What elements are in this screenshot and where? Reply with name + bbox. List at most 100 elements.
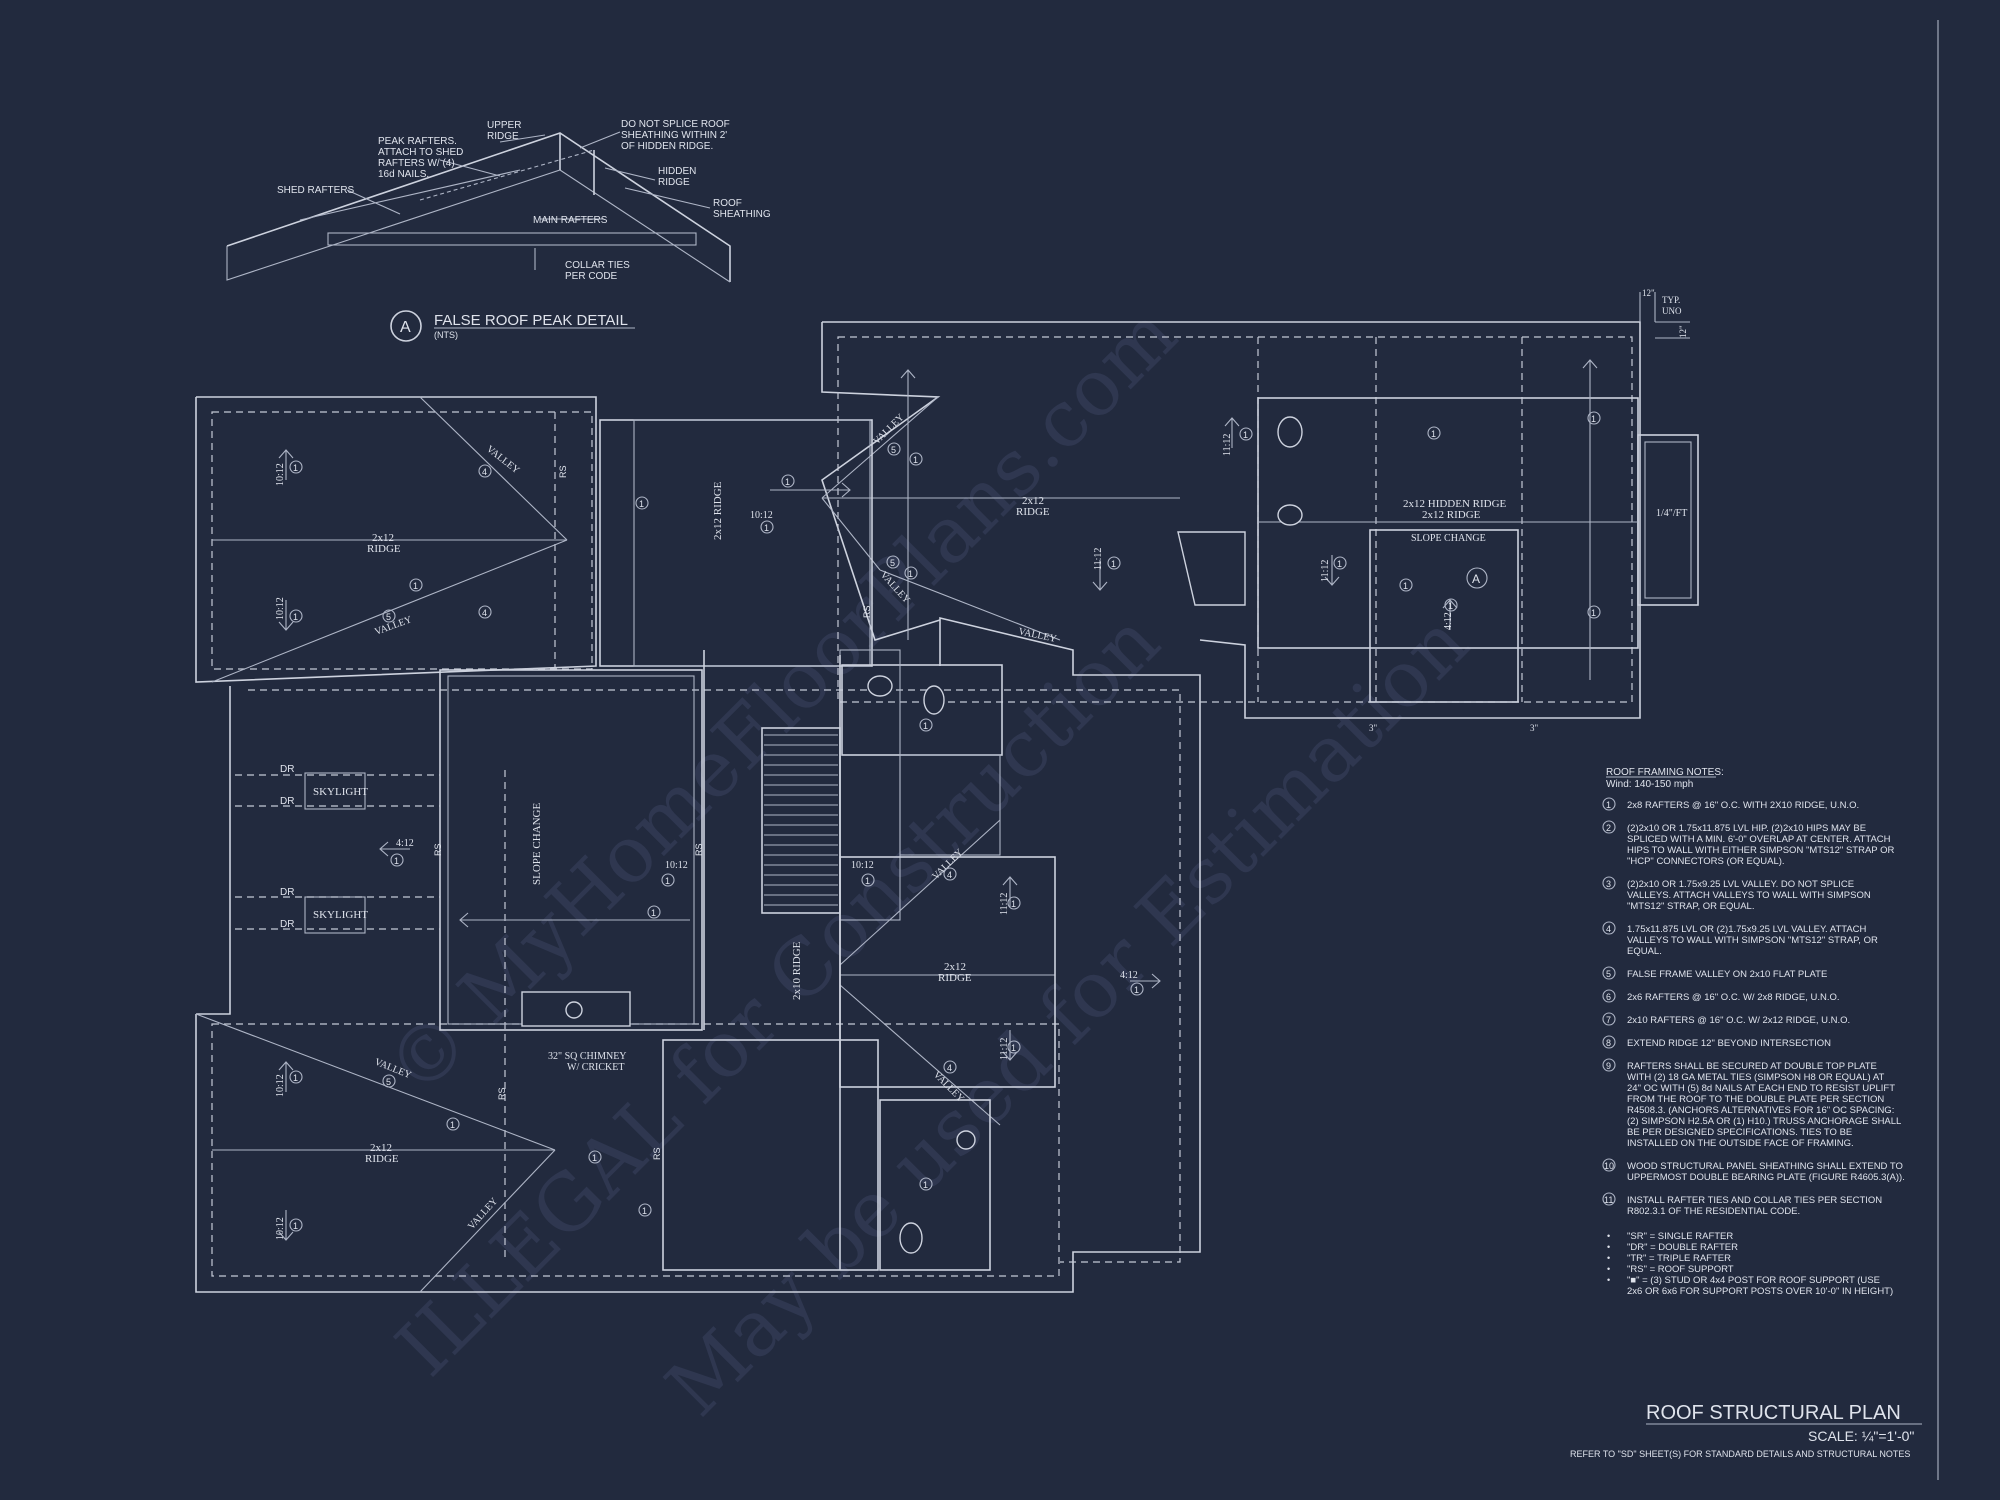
roof-outline-east-wing [822,321,1641,719]
ridge-size-n: 2x12 [1022,495,1044,507]
false-roof-peak-detail: UPPER RIDGE PEAK RAFTERS. ATTACH TO SHED… [226,119,771,342]
arrow-slope-e2 [1324,555,1340,586]
tag-1-y [1427,426,1441,440]
tag-1-u [1007,1040,1021,1054]
slope-change-west: SLOPE CHANGE [531,803,543,885]
note-line: FALSE FRAME VALLEY ON 2x10 FLAT PLATE [1627,969,1827,980]
note-line: VALLEYS. ATTACH VALLEYS TO WALL WITH SIM… [1627,890,1871,901]
tag-1-dd [1587,605,1601,619]
legend-bullet: • [1607,1242,1610,1252]
tag-1-f [760,520,774,534]
note-line: EQUAL. [1627,946,1662,957]
note-number: 4 [1606,924,1611,934]
ridge-label-nw: RIDGE [367,543,401,555]
slope-label-nw2: 10:12 [275,597,286,620]
tag-1-cc-text: 1 [1591,414,1596,424]
label-upper-ridge-1: UPPER [487,120,521,131]
tag-1-g-text: 1 [913,455,918,465]
tag-1-n-text: 1 [293,1073,298,1083]
arrow-span-east [1582,359,1598,680]
label-collar-1: COLLAR TIES [565,260,630,271]
legend-line: "TR" = TRIPLE RAFTER [1627,1253,1731,1264]
detail-main-rafter [299,169,521,221]
toilet-2 [923,685,945,715]
slope-label-north: 10:12 [750,510,773,521]
dr-label-2: DR [280,796,294,807]
arrow-span-great [459,912,690,928]
valley-sw-2 [419,1149,556,1293]
rs-label-1: RS [558,465,568,478]
roof-outline-nw [195,396,597,683]
wall-line-south-wing [248,689,1181,1263]
note-line: R802.3.1 OF THE RESIDENTIAL CODE. [1627,1206,1800,1217]
sink-1 [1277,504,1303,526]
sink-2 [867,675,893,697]
note-line: 1.75x11.875 LVL OR (2)1.75x9.25 LVL VALL… [1627,924,1867,935]
stair-treads [764,734,838,906]
legend-line: 2x6 OR 6x6 FOR SUPPORT POSTS OVER 10'-0"… [1627,1286,1893,1297]
ridge-size-sw: 2x12 [370,1142,392,1154]
legend-line: "DR" = DOUBLE RAFTER [1627,1242,1738,1253]
tag-1-s-text: 1 [923,1180,928,1190]
tag-1-a-text: 1 [293,463,298,473]
leader-splice [579,131,621,149]
tag-4-b [478,605,492,619]
rs-label-3: RS [433,843,443,856]
slope-label-great: 10:12 [665,860,688,871]
note-line: INSTALL RAFTER TIES AND COLLAR TIES PER … [1627,1195,1882,1206]
note-line: "HCP" CONNECTORS (OR EQUAL). [1627,856,1785,867]
dim-12-vert: 12" [1678,325,1688,338]
tag-4-c [943,867,957,881]
note-number-circle [1602,1058,1616,1072]
slope-label-sw1: 10:12 [275,1074,286,1097]
note-line: 2x8 RAFTERS @ 16" O.C. WITH 2X10 RIDGE, … [1627,800,1859,811]
tag-1-i [390,853,404,867]
note-number: 2 [1606,823,1611,833]
tag-5-b [887,442,901,456]
arrow-slope-nw2 [278,600,294,631]
dr-label-4: DR [280,919,294,930]
tag-1-j [661,873,675,887]
arrow-span-n2 [900,369,916,640]
note-line: (2)2x10 OR 1.75x9.25 LVL VALLEY. DO NOT … [1627,879,1854,890]
legend-bullet: • [1607,1253,1610,1263]
tag-1-h [904,566,918,580]
east-deck-stair [1177,531,1246,606]
plan-scale: SCALE: ¼"=1'-0" [1808,1428,1914,1444]
leader-shed-rafters [346,189,401,215]
tag-1-g [909,452,923,466]
note-number: 9 [1606,1061,1611,1071]
note-line: EXTEND RIDGE 12" BEYOND INTERSECTION [1627,1038,1831,1049]
slope-label-center: 10:12 [851,860,874,871]
detail-marker-circle [390,310,422,342]
note-number-circle [1602,820,1616,834]
roof-outline-north-center [821,322,941,641]
label-upper-ridge-2: RIDGE [487,131,519,142]
room-closet [899,754,1001,856]
tag-1-v [1107,556,1121,570]
hidden-ridge-label: 2x12 HIDDEN RIDGE [1403,498,1507,510]
ridge-label-sw: RIDGE [365,1153,399,1165]
label-shed-rafters: SHED RAFTERS [277,185,355,196]
arrow-slope-nw1 [278,449,294,480]
legend-line: "SR" = SINGLE RAFTER [1627,1231,1733,1242]
detail-title: FALSE ROOF PEAK DETAIL [434,312,628,329]
tag-1-c-text: 1 [413,581,418,591]
valley-sw [195,1013,556,1151]
note-number: 7 [1606,1015,1611,1025]
tag-4-a [478,464,492,478]
tag-1-bb [1444,598,1458,612]
slope-label-412-e: 4:12 [1443,612,1454,630]
note-line: "MTS12" STRAP, OR EQUAL. [1627,901,1754,912]
tag-1-k-text: 1 [651,908,656,918]
legend-line: "RS" = ROOF SUPPORT [1627,1264,1734,1275]
tag-1-r-text: 1 [642,1206,647,1216]
tag-1-p-text: 1 [450,1120,455,1130]
legend-bullet: • [1607,1275,1610,1285]
tag-4-d [943,1060,957,1074]
slope-change-east: SLOPE CHANGE [1411,533,1486,544]
room-great-room [439,669,703,1031]
